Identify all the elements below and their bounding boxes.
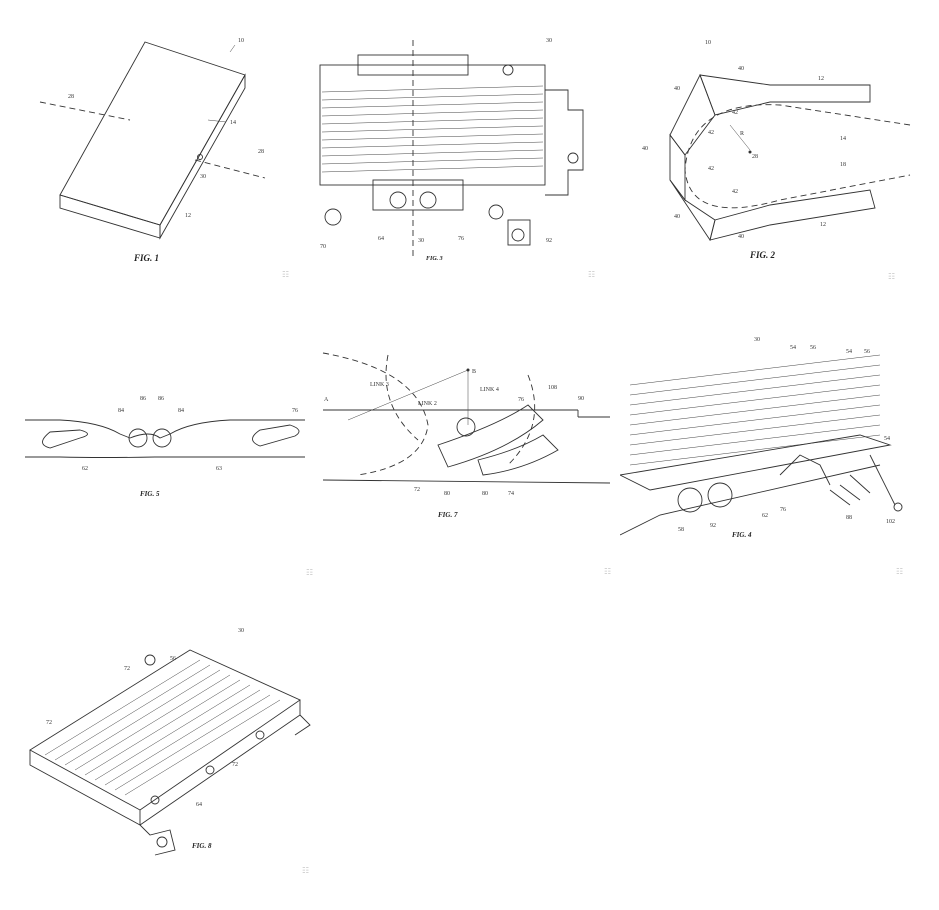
watermark-icon: ☷ [896, 567, 904, 576]
svg-text:62: 62 [762, 513, 768, 519]
svg-text:70: 70 [320, 244, 326, 250]
svg-text:54: 54 [790, 345, 796, 351]
svg-text:42: 42 [708, 166, 714, 172]
svg-text:56: 56 [170, 656, 176, 662]
svg-text:28: 28 [258, 149, 264, 155]
svg-text:LINK 4: LINK 4 [480, 387, 499, 393]
fig1-caption: FIG. 1 [134, 253, 160, 263]
svg-text:76: 76 [518, 397, 524, 403]
watermark-icon: ☷ [282, 270, 290, 279]
svg-text:72: 72 [46, 720, 52, 726]
svg-text:28: 28 [68, 94, 74, 100]
figure-3: 30 70 92 30 64 76 FIG. 3 ☷ [318, 30, 608, 280]
fig4-caption: FIG. 4 [732, 531, 752, 539]
svg-text:84: 84 [178, 408, 184, 414]
svg-text:76: 76 [780, 507, 786, 513]
svg-text:40: 40 [642, 146, 648, 152]
svg-text:30: 30 [546, 38, 552, 44]
svg-text:102: 102 [886, 519, 895, 525]
svg-text:86: 86 [158, 396, 164, 402]
fig3-caption: FIG. 3 [426, 256, 443, 262]
svg-text:30: 30 [200, 174, 206, 180]
svg-text:62: 62 [82, 466, 88, 472]
figure-2: R 28 10 40 12 14 18 12 40 40 42 42 42 42… [630, 30, 920, 281]
svg-text:56: 56 [864, 349, 870, 355]
svg-text:10: 10 [238, 38, 244, 44]
svg-text:40: 40 [738, 234, 744, 240]
svg-text:63: 63 [216, 466, 222, 472]
svg-text:76: 76 [458, 236, 464, 242]
svg-text:74: 74 [508, 491, 514, 497]
fig5-drawing: 84 86 86 84 76 62 63 [25, 396, 305, 472]
figure-5: 84 86 86 84 76 62 63 FIG. 5 ☷ [20, 330, 314, 580]
svg-text:12: 12 [818, 76, 824, 82]
figure-8: 30 56 72 72 64 72 FIG. 8 ☷ [20, 620, 320, 880]
svg-text:10: 10 [705, 40, 711, 46]
watermark-icon: ☷ [888, 272, 896, 281]
svg-text:64: 64 [196, 802, 202, 808]
svg-text:40: 40 [674, 86, 680, 92]
fig7-caption: FIG. 7 [438, 511, 458, 519]
fig3-drawing: 30 70 92 30 64 76 [319, 38, 584, 260]
svg-text:88: 88 [846, 515, 852, 521]
svg-text:80: 80 [482, 491, 488, 497]
fig2-drawing: R 28 10 40 12 14 18 12 40 40 42 42 42 42… [642, 40, 911, 242]
svg-text:14: 14 [230, 120, 236, 126]
watermark-icon: ☷ [588, 270, 596, 279]
fig5-caption: FIG. 5 [140, 490, 160, 498]
svg-text:LINK 3: LINK 3 [370, 382, 389, 388]
svg-text:18: 18 [840, 162, 846, 168]
figure-7: B A LINK 3 LINK 4 LINK 2 108 90 72 80 80… [318, 345, 612, 580]
svg-text:40: 40 [738, 66, 744, 72]
fig1-drawing: 10 28 14 28 30 12 [39, 38, 266, 240]
watermark-icon: ☷ [306, 568, 314, 577]
svg-text:40: 40 [674, 214, 680, 220]
svg-text:80: 80 [444, 491, 450, 497]
svg-text:A: A [324, 397, 329, 403]
svg-text:42: 42 [732, 110, 738, 116]
svg-text:56: 56 [810, 345, 816, 351]
svg-text:64: 64 [378, 236, 384, 242]
fig7-drawing: B A LINK 3 LINK 4 LINK 2 108 90 72 80 80… [322, 352, 610, 497]
svg-text:42: 42 [708, 130, 714, 136]
figure-4: 30 54 56 54 56 54 58 92 62 76 88 102 FIG… [620, 325, 920, 580]
watermark-icon: ☷ [302, 866, 310, 875]
svg-text:54: 54 [884, 436, 890, 442]
svg-text:12: 12 [185, 213, 191, 219]
svg-text:30: 30 [418, 238, 424, 244]
svg-text:R: R [740, 131, 744, 137]
svg-text:30: 30 [754, 337, 760, 343]
figure-1: 10 28 14 28 30 12 FIG. 1 ☷ [20, 20, 300, 280]
svg-text:92: 92 [546, 238, 552, 244]
svg-text:90: 90 [578, 396, 584, 402]
svg-text:76: 76 [292, 408, 298, 414]
svg-text:12: 12 [820, 222, 826, 228]
fig8-drawing: 30 56 72 72 64 72 [29, 628, 311, 856]
svg-text:84: 84 [118, 408, 124, 414]
svg-text:30: 30 [238, 628, 244, 634]
fig2-caption: FIG. 2 [750, 250, 776, 260]
svg-text:42: 42 [732, 189, 738, 195]
svg-text:54: 54 [846, 349, 852, 355]
svg-text:92: 92 [710, 523, 716, 529]
svg-text:72: 72 [124, 666, 130, 672]
fig8-caption: FIG. 8 [192, 842, 212, 850]
svg-text:72: 72 [232, 762, 238, 768]
fig4-drawing: 30 54 56 54 56 54 58 92 62 76 88 102 [620, 337, 903, 536]
svg-text:58: 58 [678, 527, 684, 533]
svg-text:86: 86 [140, 396, 146, 402]
svg-text:B: B [472, 369, 476, 375]
svg-text:28: 28 [752, 154, 758, 160]
svg-text:108: 108 [548, 385, 557, 391]
watermark-icon: ☷ [604, 567, 612, 576]
svg-text:LINK 2: LINK 2 [418, 401, 437, 407]
svg-text:14: 14 [840, 136, 846, 142]
svg-text:72: 72 [414, 487, 420, 493]
